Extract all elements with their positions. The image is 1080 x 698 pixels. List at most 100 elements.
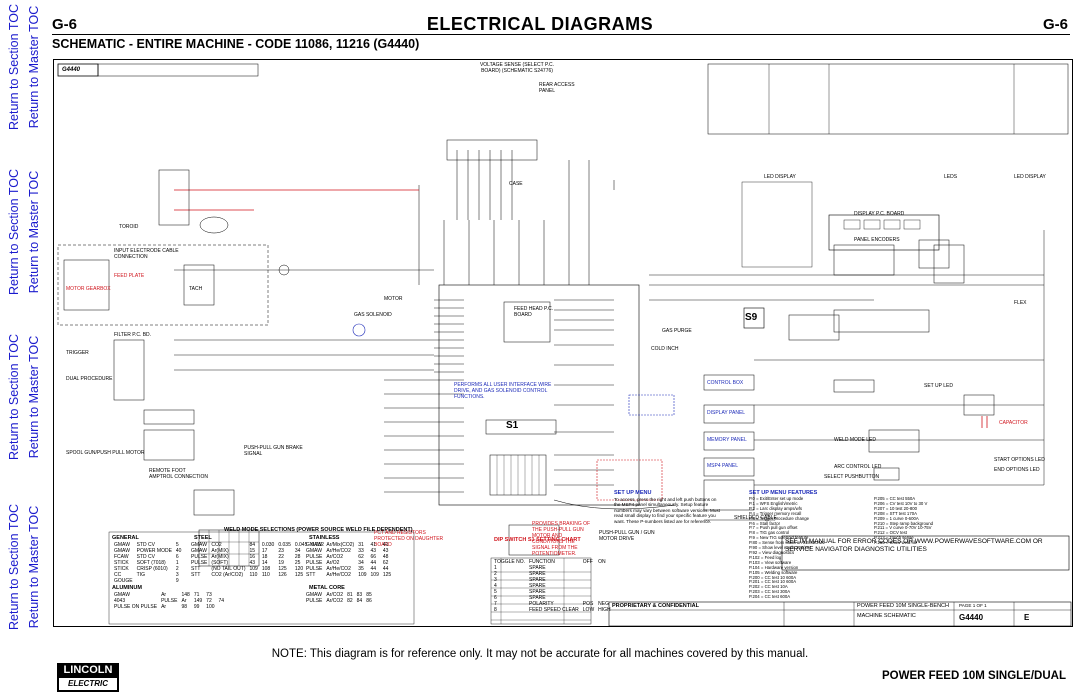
setup-feature-item: P.203 = CC test 300A <box>749 589 791 595</box>
case-label: CASE <box>509 181 523 187</box>
schematic-diagram: S1 <box>53 59 1073 627</box>
select-pushbutton-label: SELECT PUSHBUTTON <box>824 474 880 480</box>
title-block-page: PAGE 1 OF 1 <box>959 603 987 608</box>
weld-steel-cell: (NO TAIL OUT) <box>211 566 246 572</box>
setup-feature-item: P.209 = 1 curve 0-600A <box>874 515 919 521</box>
weld-steel-cell: 108 <box>261 566 271 572</box>
setup-feature-item: P.0 = Exit/Enter set up mode <box>749 496 804 501</box>
weld-metal-core-cell: Ar/CO2 <box>326 598 344 604</box>
weld-general-title: GENERAL <box>112 535 139 541</box>
svg-text:S1: S1 <box>506 420 519 431</box>
weld-stainless-cell: Ar/O2 <box>326 560 340 566</box>
weld-mode-title: WELD MODE SELECTIONS (POWER SOURCE WELD … <box>224 527 413 533</box>
return-master-toc-link-4[interactable]: Return to Master TOC <box>26 505 41 629</box>
weld-metal-core-title: METAL CORE <box>309 585 345 591</box>
setup-feature-item: P.211 = V curve 0-70V 10-75V <box>874 525 932 531</box>
weld-aluminum-cell: 73 <box>206 592 212 598</box>
weld-steel-cell: 19 <box>278 560 284 566</box>
end-options-led-label: END OPTIONS LED <box>994 467 1040 473</box>
setup-feature-item: P.210 = Step ramp background <box>874 520 934 526</box>
weld-steel-cell: CO2 <box>211 542 222 548</box>
display-panel-label: DISPLAY PANEL <box>707 410 746 416</box>
return-master-toc-link-3[interactable]: Return to Master TOC <box>26 335 41 459</box>
title-block-doc-number: G4440 <box>959 613 984 622</box>
weld-stainless-cell: 109 <box>358 572 367 578</box>
setup-feature-item: P.2 = Larc display amps/wfs <box>749 505 803 511</box>
voltage-sense-label: VOLTAGE SENSE (SELECT P.C. BOARD) (SCHEM… <box>479 62 555 74</box>
weld-general-cell: STICK <box>114 566 129 572</box>
weld-general-cell: 6 <box>175 554 179 560</box>
setup-feature-item: P.202 = CC test 10A <box>749 584 788 590</box>
return-master-toc-link-2[interactable]: Return to Master TOC <box>26 170 41 294</box>
gas-solenoid-label: GAS SOLENOID <box>354 312 392 318</box>
weld-stainless-cell: 41 <box>382 542 389 548</box>
dip-switch-cell: SPARE <box>529 577 546 583</box>
weld-steel-cell: 110 <box>261 572 270 578</box>
weld-stainless-cell: Ar/He/CO2 <box>326 572 351 578</box>
setup-feature-item: P.207 = 10 test 20-800 <box>874 505 918 511</box>
weld-stainless-cell: 125 <box>382 572 392 578</box>
control-box-label: CONTROL BOX <box>707 380 744 386</box>
weld-steel-cell: 0.030 <box>261 542 275 548</box>
setup-feature-item: P.104 = Hardware version <box>749 564 799 570</box>
product-name: POWER FEED 10M SINGLE/DUAL <box>881 670 1066 682</box>
weld-stainless-cell: PULSE <box>306 566 323 572</box>
weld-steel-cell: 18 <box>261 554 268 560</box>
weld-steel-cell: 16 <box>249 554 256 560</box>
return-section-toc-link-3[interactable]: Return to Section TOC <box>6 334 21 460</box>
dip-switch-cell: 7 <box>494 601 497 607</box>
weld-aluminum-cell: Ar <box>161 592 167 598</box>
weld-steel-cell: 84 <box>249 542 256 548</box>
setup-feature-item: P.105 = Welding software <box>749 569 798 575</box>
dip-switch-cell: POS <box>582 601 594 607</box>
weld-stainless-cell: 43 <box>382 548 389 554</box>
weld-steel-cell: CO2 (Ar/CO2) <box>211 572 244 578</box>
weld-general-cell: 40 <box>175 548 182 554</box>
title-block-subject: MACHINE SCHEMATIC <box>857 613 916 619</box>
weld-aluminum-cell: 100 <box>206 604 215 610</box>
weld-steel-cell: 43 <box>249 560 256 566</box>
weld-metal-core-cell: PULSE <box>306 598 323 604</box>
led-display-label-right: LED DISPLAY <box>1014 174 1046 180</box>
weld-aluminum-cell: PULSE ON PULSE <box>114 604 158 610</box>
feed-head-label: FEED HEAD P.C. BOARD <box>514 306 554 318</box>
weld-steel-cell: GMAW <box>191 542 207 548</box>
remote-foot-label: REMOTE FOOT AMPTROL CONNECTION <box>149 468 208 480</box>
weld-general-cell: 9 <box>175 578 179 584</box>
nav-column-master: Return to Master TOC Return to Master TO… <box>22 0 45 698</box>
title-block-revision: E <box>1024 613 1030 622</box>
dip-switch-cell: TOGGLE NO. <box>494 559 526 565</box>
dip-switch-cell: SPARE <box>529 595 546 601</box>
weld-general-cell: CC <box>114 572 122 578</box>
input-electrode-label: INPUT ELECTRODE CABLE CONNECTION <box>114 248 179 260</box>
return-section-toc-link-4[interactable]: Return to Section TOC <box>6 504 21 630</box>
dip-switch-cell: 8 <box>494 607 497 613</box>
weld-stainless-cell: 66 <box>370 554 377 560</box>
weld-aluminum-cell: Ar <box>161 604 167 610</box>
trigger-label: TRIGGER <box>66 350 89 356</box>
weld-steel-cell: PULSE <box>191 554 208 560</box>
arc-control-led-label: ARC CONTROL LED <box>834 464 882 470</box>
return-section-toc-link-2[interactable]: Return to Section TOC <box>6 169 21 295</box>
weld-steel-cell: 23 <box>278 548 284 554</box>
setup-feature-item: P.80 = Sense from studs on S2/M20/M2 <box>749 540 825 546</box>
weld-steel-cell: 0.052 <box>311 542 324 548</box>
motor-label: MOTOR <box>384 296 403 302</box>
weld-steel-cell: STT <box>191 572 201 578</box>
weld-stainless-cell: 44 <box>370 560 377 566</box>
setup-feature-item: P.255 = Show weld file <box>874 540 918 546</box>
weld-steel-title: STEEL <box>194 535 212 541</box>
